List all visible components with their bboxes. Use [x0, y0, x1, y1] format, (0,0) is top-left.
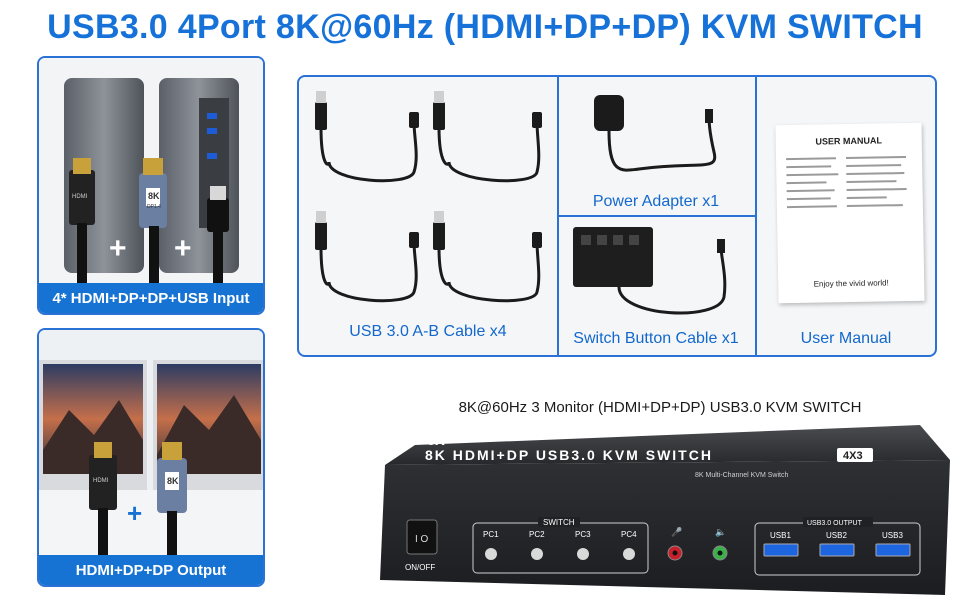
manual-text-lines — [786, 156, 907, 209]
usb-port-label: USB2 — [826, 531, 847, 540]
plus-sign: + — [109, 232, 127, 265]
usb-output-header: USB3.0 OUTPUT — [807, 520, 863, 527]
manual-heading: USER MANUAL — [815, 135, 883, 147]
device-front — [380, 460, 950, 595]
device-sub-label: 8K Multi-Channel KVM Switch — [695, 472, 788, 479]
input-card-label: 4* HDMI+DP+DP+USB Input — [39, 283, 263, 313]
svg-text:I O: I O — [415, 534, 429, 545]
dp-version-label: DP1.4 — [147, 204, 161, 210]
accessories-panel: USB 3.0 A-B Cable x4 Power Adapter x1 Sw… — [297, 75, 937, 357]
power-adapter-illustration — [594, 95, 717, 172]
pc-label: PC3 — [575, 530, 591, 539]
mic-icon: 🎤 — [671, 526, 682, 538]
switch-header: SWITCH — [543, 518, 575, 527]
usb-cables-illustration — [315, 91, 542, 303]
output-photo: + 8K HDMI — [39, 330, 263, 555]
pc2-button[interactable] — [531, 548, 543, 560]
divider — [755, 77, 757, 355]
switch-cable-caption: Switch Button Cable x1 — [573, 330, 739, 347]
device-top — [385, 425, 950, 465]
user-manual-sheet: USER MANUAL Enjoy the vivid world! — [775, 122, 925, 304]
plus-sign: + — [174, 232, 192, 265]
pc3-button[interactable] — [577, 548, 589, 560]
dp-8k-label: 8K — [167, 476, 179, 486]
mini-pc-illustration: + + HDMI 8K DP1.4 — [39, 58, 263, 283]
usb3-port[interactable] — [875, 543, 911, 557]
pc4-button[interactable] — [623, 548, 635, 560]
kvm-switch-device: 8K 8K HDMI+DP USB3.0 KVM SWITCH 4X3 8K M… — [380, 425, 950, 595]
usb-cable-caption: USB 3.0 A-B Cable x4 — [349, 323, 507, 340]
input-card: + + HDMI 8K DP1.4 4* HDMI+DP+DP+USB Inpu… — [37, 56, 265, 315]
device-badge: 4X3 — [843, 450, 863, 462]
pc1-button[interactable] — [485, 548, 497, 560]
usb2-port[interactable] — [819, 543, 855, 557]
divider — [557, 215, 755, 217]
device-title: 8K@60Hz 3 Monitor (HDMI+DP+DP) USB3.0 KV… — [458, 399, 862, 416]
user-manual-caption: User Manual — [800, 330, 892, 347]
power-label: ON/OFF — [405, 563, 435, 572]
speaker-icon: 🔈 — [715, 528, 726, 538]
brand-logo: 8K — [427, 432, 445, 448]
input-photo: + + HDMI 8K DP1.4 — [39, 58, 263, 283]
plus-sign: + — [127, 498, 142, 528]
output-card: + 8K HDMI HDMI+DP+DP Output — [37, 328, 265, 587]
power-adapter-caption: Power Adapter x1 — [592, 193, 720, 210]
dp-8k-label: 8K — [148, 191, 160, 201]
usb1-port[interactable] — [763, 543, 799, 557]
pc-label: PC1 — [483, 530, 499, 539]
device-top-label: 8K HDMI+DP USB3.0 KVM SWITCH — [425, 447, 713, 463]
page-title: USB3.0 4Port 8K@60Hz (HDMI+DP+DP) KVM SW… — [47, 8, 923, 46]
usb-port-label: USB3 — [882, 531, 903, 540]
power-switch[interactable] — [406, 519, 438, 555]
output-card-label: HDMI+DP+DP Output — [39, 555, 263, 585]
hdmi-logo: HDMI — [72, 194, 88, 200]
pc-label: PC2 — [529, 530, 545, 539]
manual-footer: Enjoy the vivid world! — [813, 278, 889, 289]
monitors-illustration: + 8K HDMI — [39, 330, 263, 555]
usb-port-label: USB1 — [770, 531, 791, 540]
pc-label: PC4 — [621, 530, 637, 539]
switch-cable-illustration — [573, 227, 727, 315]
hdmi-logo: HDMI — [93, 478, 109, 484]
